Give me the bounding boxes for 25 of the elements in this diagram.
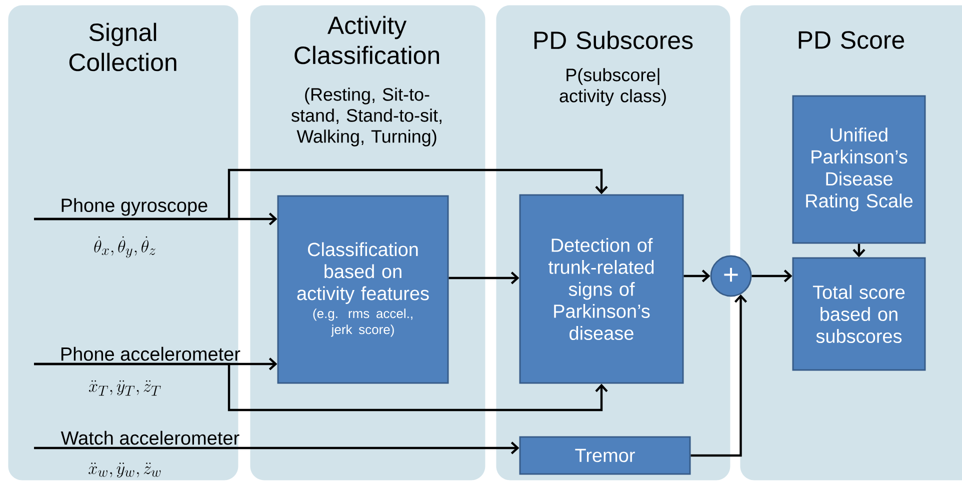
arrow — [752, 270, 792, 282]
column-title: Signal Collection — [69, 22, 176, 72]
process-box: Unified Parkinson’s Disease Rating Scale — [792, 95, 926, 244]
arrow — [34, 442, 520, 454]
signal-formula: $\ddot{x}_T, \ddot{y}_T, \ddot{z}_T$ — [88, 380, 161, 396]
process-box: Total score based on subscores — [792, 257, 926, 371]
arrow — [448, 272, 520, 284]
column-title: PD Subscores — [534, 30, 693, 50]
process-box: Detection of trunk-related signs of Parkinson’s disease — [519, 194, 684, 384]
arrow — [684, 270, 710, 282]
column-title: PD Score — [798, 31, 904, 49]
column-subtitle: P(subscore| activity class) — [560, 68, 666, 106]
signal-formula: $\dot{\theta}_x, \dot{\theta}_y, \dot{\theta}_z$ — [94, 236, 156, 258]
sensor-label: Phone gyroscope — [62, 198, 208, 216]
arrow — [34, 362, 608, 412]
column-subtitle: (Resting, Sit-to-stand, Stand-to-sit, Walking, Turning) — [291, 88, 442, 146]
process-box: Tremor — [519, 436, 691, 475]
sensor-label: Watch accelerometer — [60, 430, 240, 445]
process-box: Classification based on activity features (e.g. rms accel., jerk score) — [277, 195, 449, 384]
column-title: Activity Classification — [294, 16, 439, 64]
sensor-label: Phone accelerometer — [61, 346, 240, 361]
arrow — [690, 294, 748, 457]
signal-formula: $\ddot{x}_w, \ddot{y}_w, \ddot{z}_w$ — [88, 462, 161, 478]
column-panel — [8, 5, 238, 480]
arrow — [34, 168, 608, 220]
